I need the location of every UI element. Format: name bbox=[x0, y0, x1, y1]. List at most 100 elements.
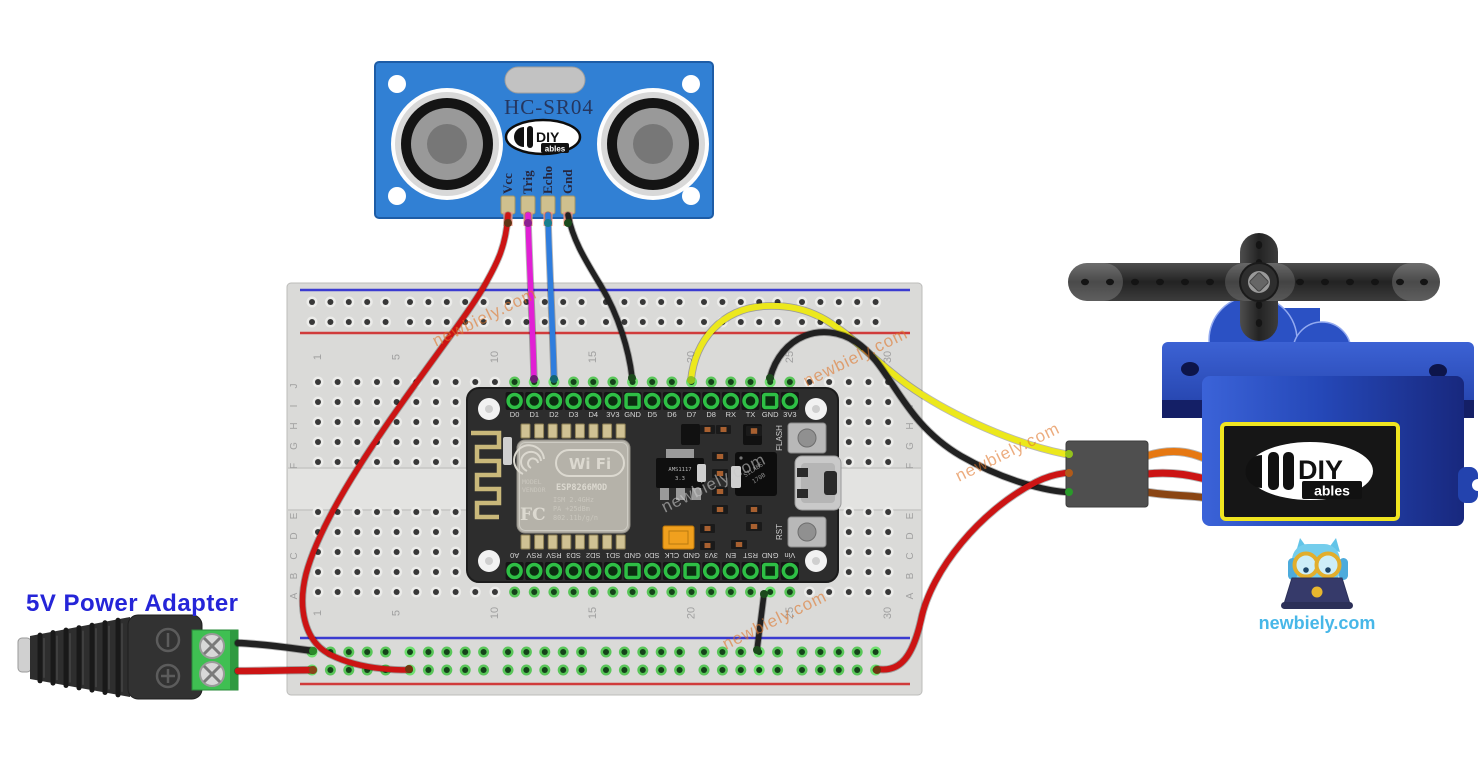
breadboard-hole-center bbox=[511, 379, 518, 385]
breadboard-hole-center bbox=[845, 529, 852, 535]
fcc-logo: FC bbox=[520, 505, 546, 525]
row-letter: G bbox=[289, 442, 300, 450]
module-pad bbox=[602, 534, 613, 550]
breadboard-hole-center bbox=[354, 529, 361, 535]
breadboard-hole-center bbox=[885, 459, 892, 465]
breadboard-hole-center bbox=[560, 667, 567, 673]
breadboard-hole-center bbox=[872, 319, 879, 325]
breadboard-hole-center bbox=[550, 589, 557, 595]
sensor-pin-label-Vcc: Vcc bbox=[500, 173, 515, 194]
row-letter: C bbox=[905, 552, 916, 559]
breadboard-hole-center bbox=[315, 589, 321, 595]
breadboard-hole-center bbox=[407, 299, 413, 305]
power-adapter-title: 5V Power Adapter bbox=[26, 590, 239, 617]
nodemcu-bottom-pin-label-RSV: RSV bbox=[527, 551, 542, 560]
esp-spec-line: 802.11b/g/n bbox=[553, 514, 598, 522]
sensor-pin-label-Echo: Echo bbox=[540, 166, 555, 194]
gnd-pin-hole bbox=[624, 392, 641, 410]
sensor-slot bbox=[504, 66, 586, 94]
breadboard-hole-center bbox=[393, 419, 400, 425]
breadboard-hole-center bbox=[309, 319, 315, 325]
pin-hole bbox=[565, 392, 582, 410]
breadboard-hole-center bbox=[885, 439, 892, 445]
mounting-hole bbox=[388, 75, 406, 93]
breadboard-hole-center bbox=[649, 379, 656, 385]
breadboard-hole-center bbox=[806, 379, 813, 385]
breadboard-hole-center bbox=[480, 649, 487, 655]
breadboard-hole-center bbox=[315, 509, 321, 515]
horn-hole bbox=[1255, 241, 1263, 249]
column-number: 1 bbox=[312, 354, 324, 360]
pin-hole bbox=[584, 392, 602, 410]
breadboard-hole-center bbox=[382, 649, 389, 655]
breadboard-hole-center bbox=[865, 399, 872, 405]
nodemcu-bottom-pin-label-Vin: Vin bbox=[784, 551, 795, 560]
pin-hole bbox=[722, 562, 740, 580]
sensor-pin-pad bbox=[520, 195, 536, 215]
nodemcu-bottom-pin-label-GND: GND bbox=[624, 551, 641, 560]
breadboard-hole-center bbox=[480, 299, 487, 305]
esp-spec-line: ISM 2.4GHz bbox=[553, 496, 594, 504]
breadboard-hole-center bbox=[737, 649, 744, 655]
breadboard-hole-center bbox=[865, 379, 872, 385]
breadboard-hole-center bbox=[885, 589, 892, 595]
breadboard-hole-center bbox=[452, 509, 459, 515]
laptop-logo-dot bbox=[1311, 586, 1323, 598]
nodemcu-top-pin-label-3V3: 3V3 bbox=[783, 410, 796, 419]
regulator-label: AMS1117 bbox=[668, 467, 691, 473]
breadboard-hole-center bbox=[315, 439, 321, 445]
breadboard-hole-center bbox=[413, 419, 420, 425]
breadboard-hole-center bbox=[432, 399, 439, 405]
breadboard-hole-center bbox=[452, 459, 459, 465]
breadboard-hole-center bbox=[354, 569, 361, 575]
breadboard-hole-center bbox=[688, 589, 695, 595]
wire-end-sensor-trig bbox=[524, 219, 532, 227]
mounting-hole bbox=[388, 187, 406, 205]
smd-capacitor bbox=[731, 466, 741, 488]
breadboard-hole-center bbox=[872, 299, 879, 305]
breadboard-hole-center bbox=[354, 379, 361, 385]
breadboard-hole-center bbox=[462, 649, 469, 655]
breadboard-hole-center bbox=[885, 509, 892, 515]
row-letter: H bbox=[289, 422, 300, 429]
minus-symbol-icon bbox=[155, 627, 181, 653]
column-number: 30 bbox=[882, 351, 894, 363]
pin-hole bbox=[565, 562, 582, 580]
pin-hole bbox=[781, 392, 799, 410]
breadboard-hole-center bbox=[443, 667, 450, 673]
module-pad bbox=[520, 423, 531, 439]
module-pad bbox=[574, 423, 585, 439]
breadboard-hole-center bbox=[393, 589, 400, 595]
pin-hole bbox=[702, 392, 720, 410]
breadboard-hole-center bbox=[315, 379, 321, 385]
reset-button: RST bbox=[775, 516, 827, 548]
gnd-pin-hole bbox=[624, 562, 641, 580]
column-number: 20 bbox=[686, 607, 698, 619]
diyables-text2: ables bbox=[545, 145, 566, 154]
gnd-pin-hole bbox=[683, 562, 700, 580]
mounting-slot bbox=[1181, 362, 1199, 376]
breadboard-hole-center bbox=[865, 509, 872, 515]
power-adapter bbox=[17, 614, 239, 700]
breadboard-hole-center bbox=[701, 649, 707, 655]
horn-hole bbox=[1081, 278, 1089, 286]
breadboard-hole-center bbox=[701, 319, 707, 325]
smd-component bbox=[503, 437, 512, 465]
model-label: MODEL bbox=[522, 478, 542, 486]
horn-hole bbox=[1371, 278, 1379, 286]
breadboard-hole-center bbox=[708, 379, 715, 385]
column-number: 15 bbox=[587, 607, 599, 619]
horn-hole bbox=[1321, 278, 1329, 286]
breadboard-hole-center bbox=[432, 589, 439, 595]
wires bbox=[233, 211, 1069, 676]
breadboard-hole-center bbox=[452, 379, 459, 385]
breadboard-hole-center bbox=[806, 589, 813, 595]
breadboard-hole-center bbox=[727, 379, 734, 385]
breadboard-hole-center bbox=[701, 299, 707, 305]
breadboard-hole-center bbox=[354, 439, 361, 445]
nodemcu-top-pin-label-RX: RX bbox=[726, 410, 736, 419]
wire-psu-positive bbox=[234, 666, 317, 675]
